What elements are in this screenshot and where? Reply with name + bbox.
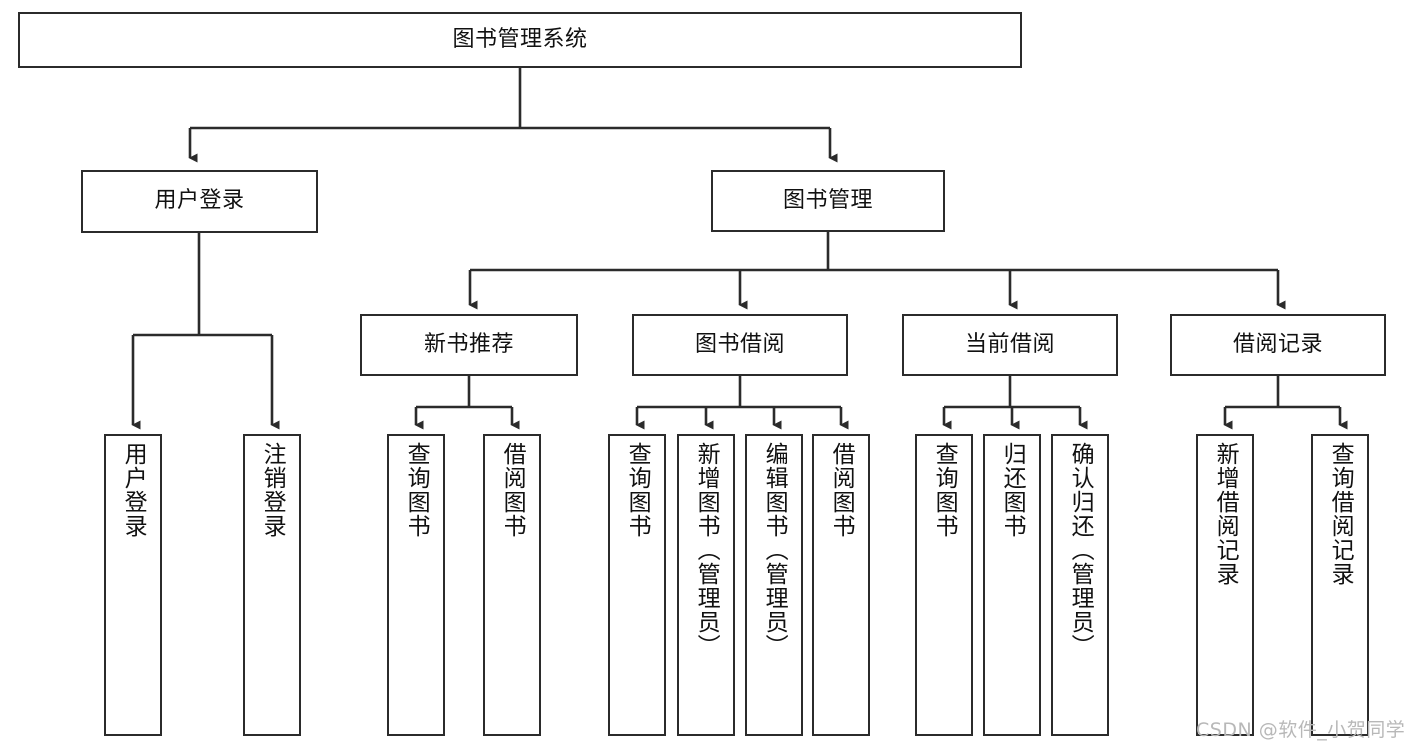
node-label: 借阅记录 [1232, 331, 1323, 357]
node-label: 用户登录 [120, 442, 147, 538]
leaf-new-book-borrow[interactable]: 借阅图书 [483, 434, 541, 736]
leaf-user-login-logout[interactable]: 注销登录 [243, 434, 301, 736]
node-label: 借阅图书 [828, 442, 855, 538]
node-label: 新增借阅记录 [1212, 442, 1239, 586]
node-label: 图书管理 [782, 187, 873, 213]
node-book-management[interactable]: 图书管理 [711, 170, 945, 232]
leaf-current-borrow-return[interactable]: 归还图书 [983, 434, 1041, 736]
leaf-book-borrow-edit[interactable]: 编辑图书（管理员） [745, 434, 803, 736]
node-label: 查询图书 [931, 442, 958, 538]
node-label: 用户登录 [154, 188, 245, 214]
csdn-watermark: CSDN @软件_小贺同学 [1196, 719, 1405, 741]
node-user-login[interactable]: 用户登录 [81, 170, 318, 233]
node-label: 图书借阅 [694, 331, 785, 357]
node-label: 确认归还（管理员） [1067, 442, 1094, 658]
leaf-borrow-record-add[interactable]: 新增借阅记录 [1196, 434, 1254, 736]
leaf-current-borrow-confirm-return[interactable]: 确认归还（管理员） [1051, 434, 1109, 736]
node-label: 编辑图书（管理员） [761, 442, 788, 658]
node-book-borrow[interactable]: 图书借阅 [632, 314, 848, 376]
node-label: 新书推荐 [423, 331, 514, 357]
leaf-book-borrow-borrow[interactable]: 借阅图书 [812, 434, 870, 736]
leaf-book-borrow-add[interactable]: 新增图书（管理员） [677, 434, 735, 736]
node-label: 当前借阅 [964, 331, 1055, 357]
node-label: 注销登录 [259, 442, 286, 538]
node-current-borrow[interactable]: 当前借阅 [902, 314, 1118, 376]
node-label: 查询图书 [403, 442, 430, 538]
node-borrow-record[interactable]: 借阅记录 [1170, 314, 1386, 376]
leaf-book-borrow-query[interactable]: 查询图书 [608, 434, 666, 736]
node-new-book-recommend[interactable]: 新书推荐 [360, 314, 578, 376]
leaf-borrow-record-query[interactable]: 查询借阅记录 [1311, 434, 1369, 736]
leaf-new-book-query[interactable]: 查询图书 [387, 434, 445, 736]
leaf-user-login-login[interactable]: 用户登录 [104, 434, 162, 736]
leaf-current-borrow-query[interactable]: 查询图书 [915, 434, 973, 736]
node-label: 图书管理系统 [452, 26, 588, 52]
node-label: 查询借阅记录 [1327, 442, 1354, 586]
node-label: 查询图书 [624, 442, 651, 538]
node-label: 借阅图书 [499, 442, 526, 538]
node-label: 归还图书 [999, 442, 1026, 538]
node-root-system[interactable]: 图书管理系统 [18, 12, 1022, 68]
node-label: 新增图书（管理员） [693, 442, 720, 658]
